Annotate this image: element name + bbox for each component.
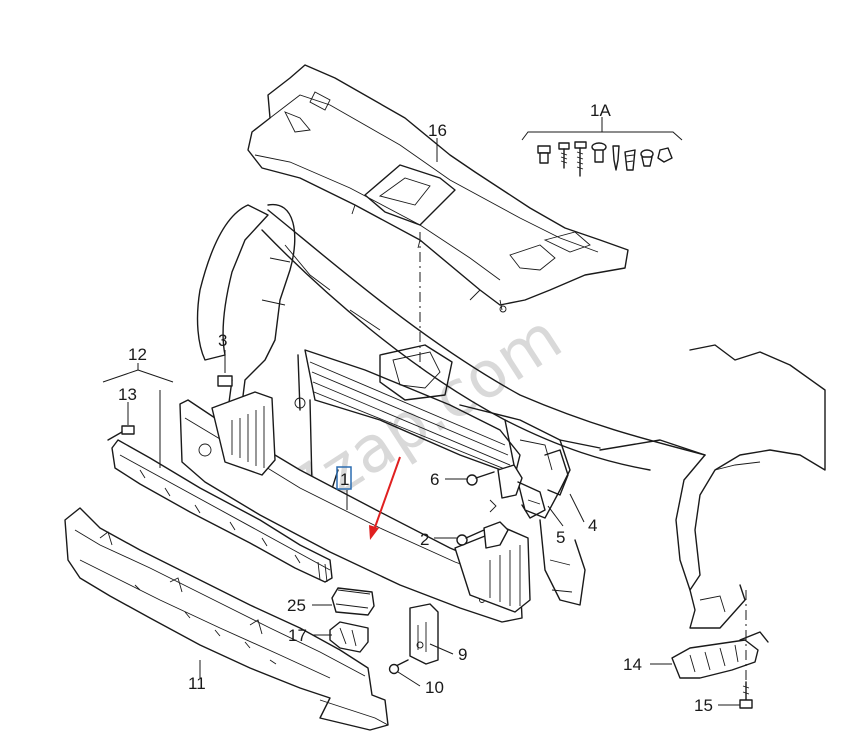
red-arrow bbox=[369, 456, 401, 540]
label-part-14[interactable]: 14 bbox=[623, 655, 642, 674]
bolt-10 bbox=[388, 659, 409, 675]
label-part-11[interactable]: 11 bbox=[188, 674, 206, 693]
label-part-13[interactable]: 13 bbox=[118, 385, 137, 404]
fastener-nut-8 bbox=[657, 147, 673, 163]
cowl-panel bbox=[247, 64, 629, 313]
bracket-9 bbox=[409, 603, 439, 665]
label-part-2[interactable]: 2 bbox=[420, 530, 429, 549]
fastener-clip-6 bbox=[624, 149, 636, 171]
fastener-screw-3 bbox=[574, 141, 587, 177]
fastener-clip-5 bbox=[612, 145, 620, 171]
fastener-bolt-4 bbox=[591, 142, 607, 163]
fastener-nut-7 bbox=[640, 149, 654, 167]
label-part-17[interactable]: 17 bbox=[288, 626, 307, 645]
nut-3 bbox=[217, 350, 233, 387]
bracket-14 bbox=[671, 631, 769, 679]
label-part-25[interactable]: 25 bbox=[287, 596, 306, 615]
label-part-10[interactable]: 10 bbox=[425, 678, 444, 697]
label-part-3[interactable]: 3 bbox=[218, 331, 227, 350]
bumper-absorber bbox=[64, 507, 389, 731]
label-leaders bbox=[102, 138, 740, 706]
module-25 bbox=[331, 587, 375, 616]
fender bbox=[599, 344, 826, 629]
bolt-6 bbox=[466, 464, 523, 513]
label-part-6[interactable]: 6 bbox=[430, 470, 439, 489]
label-part-1[interactable]: 1 bbox=[340, 470, 349, 489]
label-part-4[interactable]: 4 bbox=[588, 516, 597, 535]
label-part-15[interactable]: 15 bbox=[694, 696, 713, 715]
fastener-screw-2 bbox=[558, 142, 570, 169]
bracket-4-5 bbox=[517, 449, 569, 519]
fastener-set bbox=[521, 117, 683, 177]
bolt-15 bbox=[739, 681, 753, 709]
left-wheel-housing bbox=[196, 203, 296, 421]
screw-13 bbox=[107, 402, 135, 441]
label-part-5[interactable]: 5 bbox=[556, 528, 565, 547]
part-labels: 1 1A 2 3 4 5 6 9 10 11 12 13 14 15 16 17… bbox=[118, 101, 713, 715]
label-part-9[interactable]: 9 bbox=[458, 645, 467, 664]
label-part-12[interactable]: 12 bbox=[128, 345, 147, 364]
bumper-guide-strip bbox=[111, 439, 333, 583]
bracket-17 bbox=[329, 621, 369, 653]
label-part-16[interactable]: 16 bbox=[428, 121, 447, 140]
highlight-box bbox=[336, 466, 352, 490]
label-part-1a[interactable]: 1A bbox=[590, 101, 611, 120]
bumper-reinforcement bbox=[179, 391, 531, 623]
fastener-bolt-1 bbox=[537, 145, 551, 164]
bolt-2 bbox=[456, 521, 509, 549]
